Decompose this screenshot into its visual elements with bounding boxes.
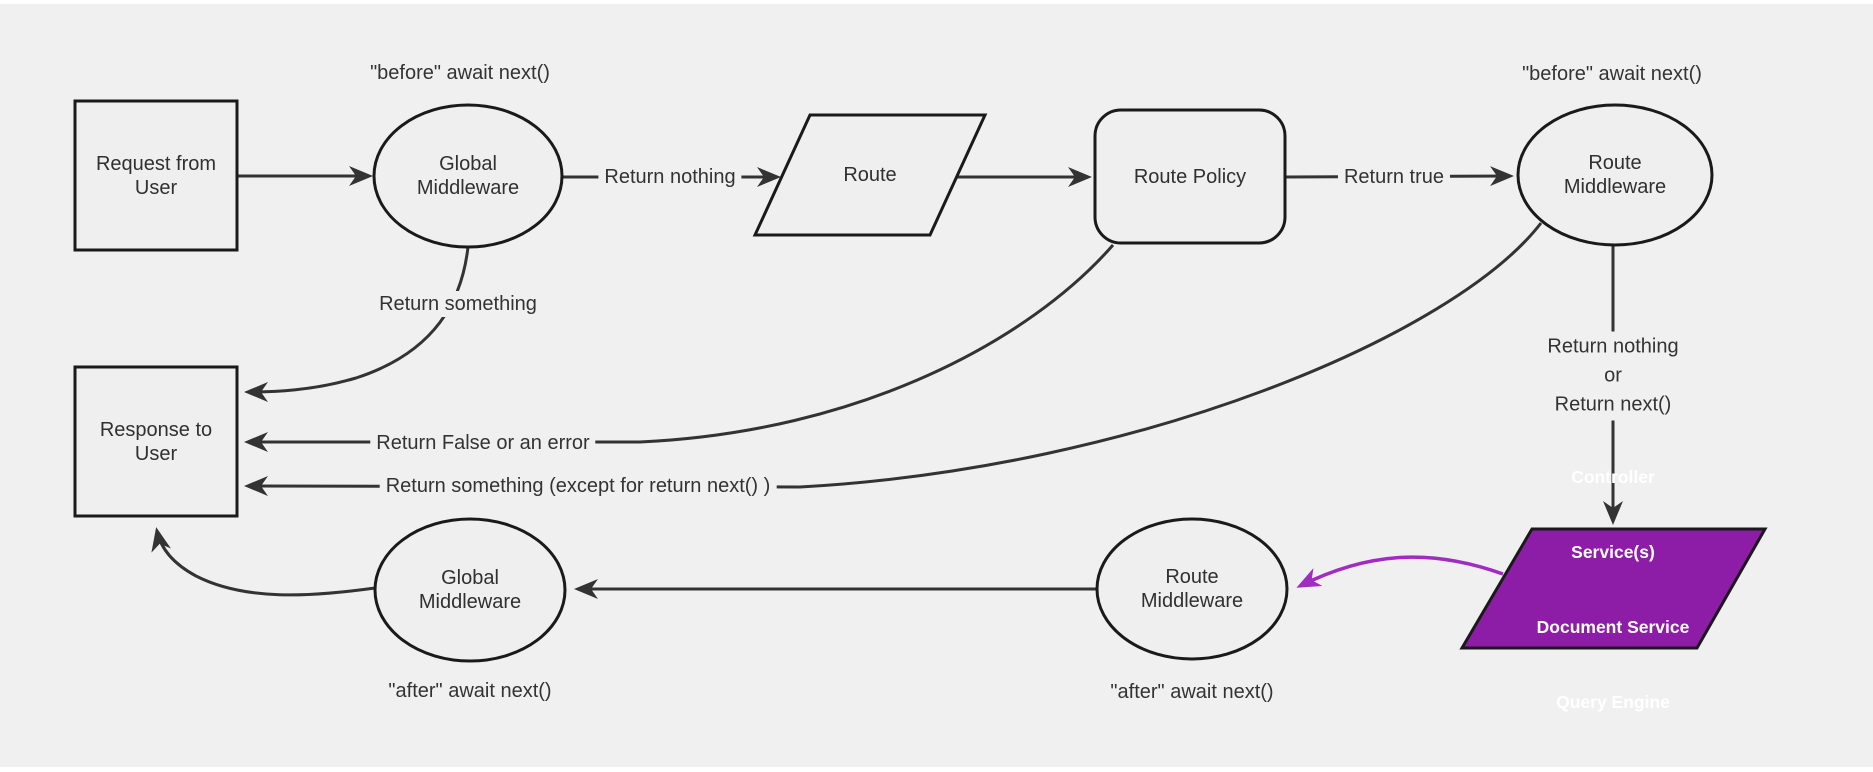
return-nothing-or-next-edge-label: Return nothing or Return next() xyxy=(1539,331,1687,421)
controller-node-shape xyxy=(1459,527,1768,650)
controller-node-line-2: Service(s) xyxy=(1571,542,1655,562)
route-node-shape xyxy=(752,113,988,237)
return-nothing-edge-label: Return nothing xyxy=(598,164,742,190)
route-middleware-bottom-node-shape xyxy=(1095,517,1289,661)
route-policy-node-label: Route Policy xyxy=(1133,166,1247,188)
controller-node-label: Controller Service(s) Document Service Q… xyxy=(1498,415,1728,765)
after-annotation-bottom-right: "after" await next() xyxy=(1110,681,1274,703)
edge-route-policy-to-response xyxy=(244,244,1115,452)
route-middleware-bottom-node-label: Route Middleware xyxy=(1140,566,1244,612)
response-node-label: Response to User xyxy=(99,419,218,465)
before-annotation-top-right: "before" await next() xyxy=(1522,63,1702,85)
route-policy-node-shape xyxy=(1093,108,1287,245)
return-nothing-or-next-line-1: Return nothing xyxy=(1547,335,1679,358)
return-something-edge-label: Return something xyxy=(373,291,543,317)
global-middleware-top-node-shape xyxy=(372,103,564,249)
global-middleware-bottom-node-shape xyxy=(373,517,567,663)
route-middleware-top-node-shape xyxy=(1516,103,1714,247)
controller-node-line-4: Query Engine xyxy=(1556,692,1670,712)
controller-node-line-1: Controller xyxy=(1571,467,1655,487)
return-false-or-error-edge-label: Return False or an error xyxy=(370,430,596,456)
route-node-label: Route xyxy=(843,164,897,186)
after-annotation-bottom-left: "after" await next() xyxy=(388,680,552,702)
request-node-label: Request from User xyxy=(95,153,222,199)
edge-global-middleware-bottom-to-response xyxy=(151,527,376,597)
global-middleware-top-node-label: Global Middleware xyxy=(416,153,520,199)
return-nothing-or-next-line-3: Return next() xyxy=(1554,393,1672,416)
response-node-shape xyxy=(73,365,239,518)
global-middleware-bottom-node-label: Global Middleware xyxy=(418,567,522,613)
return-something-except-edge-label: Return something (except for return next… xyxy=(379,473,777,499)
return-true-edge-label: Return true xyxy=(1337,164,1451,190)
return-nothing-or-next-line-2: or xyxy=(1604,364,1622,387)
edge-controller-to-route-middleware-bottom xyxy=(1296,555,1504,588)
request-node-shape xyxy=(73,99,239,252)
edge-global-middleware-to-response xyxy=(244,246,470,402)
before-annotation-top-left: "before" await next() xyxy=(370,62,550,84)
edge-route-middleware-to-response xyxy=(244,222,1543,497)
route-middleware-top-node-label: Route Middleware xyxy=(1563,152,1667,198)
controller-node-line-3: Document Service xyxy=(1536,617,1690,637)
